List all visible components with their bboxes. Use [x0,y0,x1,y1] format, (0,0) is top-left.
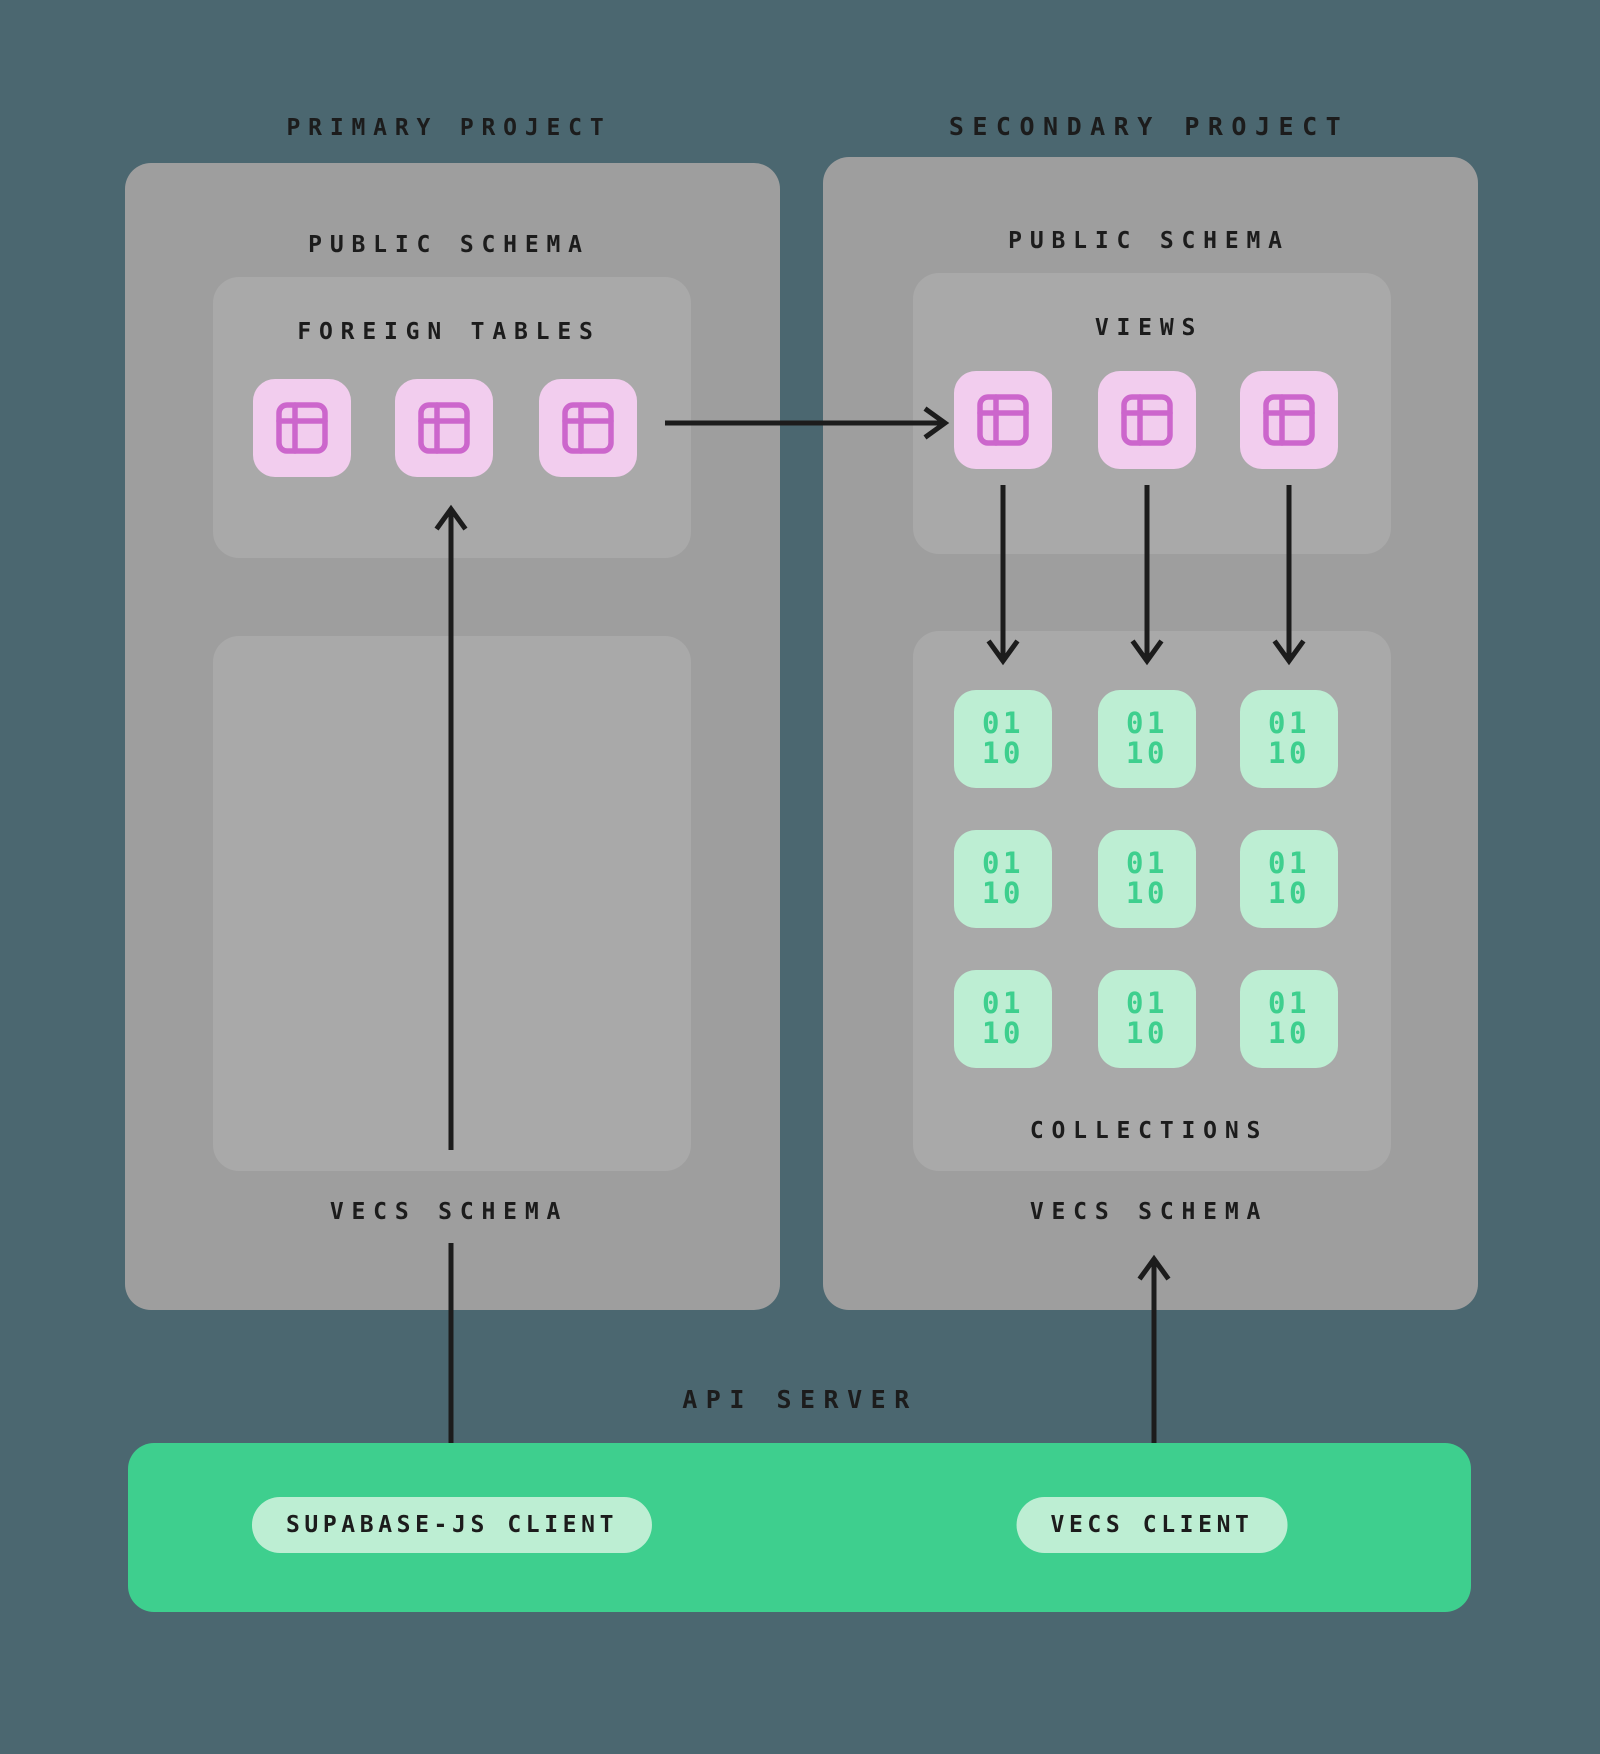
view-3[interactable] [1240,371,1338,469]
collection-tile-4[interactable]: 01 10 [954,830,1052,928]
collection-tile-3[interactable]: 01 10 [1240,690,1338,788]
binary-icon-line-2: 10 [1268,876,1310,910]
arrow-foreign-tables-to-views [665,405,955,441]
secondary-vecs-schema-label: VECS SCHEMA [1029,1199,1269,1225]
foreign-table-1[interactable] [253,379,351,477]
secondary-public-schema-label: PUBLIC SCHEMA [1008,228,1290,254]
collection-tile-6[interactable]: 01 10 [1240,830,1338,928]
binary-icon-line-2: 10 [982,876,1024,910]
api-server-label: API SERVER [682,1385,918,1414]
table-icon [274,400,330,456]
collection-tile-9[interactable]: 01 10 [1240,970,1338,1068]
collection-tile-2[interactable]: 01 10 [1098,690,1196,788]
primary-project-title: PRIMARY PROJECT [286,115,612,141]
collection-tile-5[interactable]: 01 10 [1098,830,1196,928]
table-icon [560,400,616,456]
collection-tile-7[interactable]: 01 10 [954,970,1052,1068]
binary-icon-line-2: 10 [1126,736,1168,770]
primary-public-schema-label: PUBLIC SCHEMA [308,232,590,258]
collection-tile-1[interactable]: 01 10 [954,690,1052,788]
primary-vecs-schema-label: VECS SCHEMA [329,1199,569,1225]
arrow-view-1-to-collection-1 [985,485,1021,666]
table-icon [1119,392,1175,448]
binary-icon-line-2: 10 [1126,1016,1168,1050]
binary-icon-line-1: 01 [1126,986,1168,1021]
foreign-table-3[interactable] [539,379,637,477]
binary-icon-line-1: 01 [982,986,1024,1021]
view-2[interactable] [1098,371,1196,469]
binary-icon-line-2: 10 [1268,1016,1310,1050]
binary-icon-line-1: 01 [982,846,1024,881]
table-icon [416,400,472,456]
collections-label: COLLECTIONS [1029,1118,1269,1144]
table-icon [1261,392,1317,448]
binary-icon-line-1: 01 [1268,986,1310,1021]
supabase-js-client-pill[interactable]: SUPABASE-JS CLIENT [251,1497,653,1553]
arrow-view-2-to-collection-2 [1129,485,1165,666]
binary-icon-line-1: 01 [982,706,1024,741]
collection-tile-8[interactable]: 01 10 [1098,970,1196,1068]
binary-icon-line-2: 10 [1268,736,1310,770]
arrow-view-3-to-collection-3 [1271,485,1307,666]
binary-icon-line-2: 10 [1126,876,1168,910]
secondary-project-title: SECONDARY PROJECT [948,112,1350,141]
views-label: VIEWS [1094,315,1204,341]
vecs-client-pill[interactable]: VECS CLIENT [1016,1497,1288,1553]
view-1[interactable] [954,371,1052,469]
binary-icon-line-1: 01 [1126,846,1168,881]
binary-icon-line-1: 01 [1126,706,1168,741]
foreign-tables-label: FOREIGN TABLES [297,319,601,345]
arrow-supabase-js-client-to-primary [433,1243,469,1473]
binary-icon-line-1: 01 [1268,706,1310,741]
binary-icon-line-2: 10 [982,1016,1024,1050]
binary-icon-line-2: 10 [982,736,1024,770]
foreign-table-2[interactable] [395,379,493,477]
table-icon [975,392,1031,448]
binary-icon-line-1: 01 [1268,846,1310,881]
arrow-vecs-to-foreign-tables [433,504,469,1150]
arrow-vecs-client-to-secondary [1136,1243,1172,1473]
